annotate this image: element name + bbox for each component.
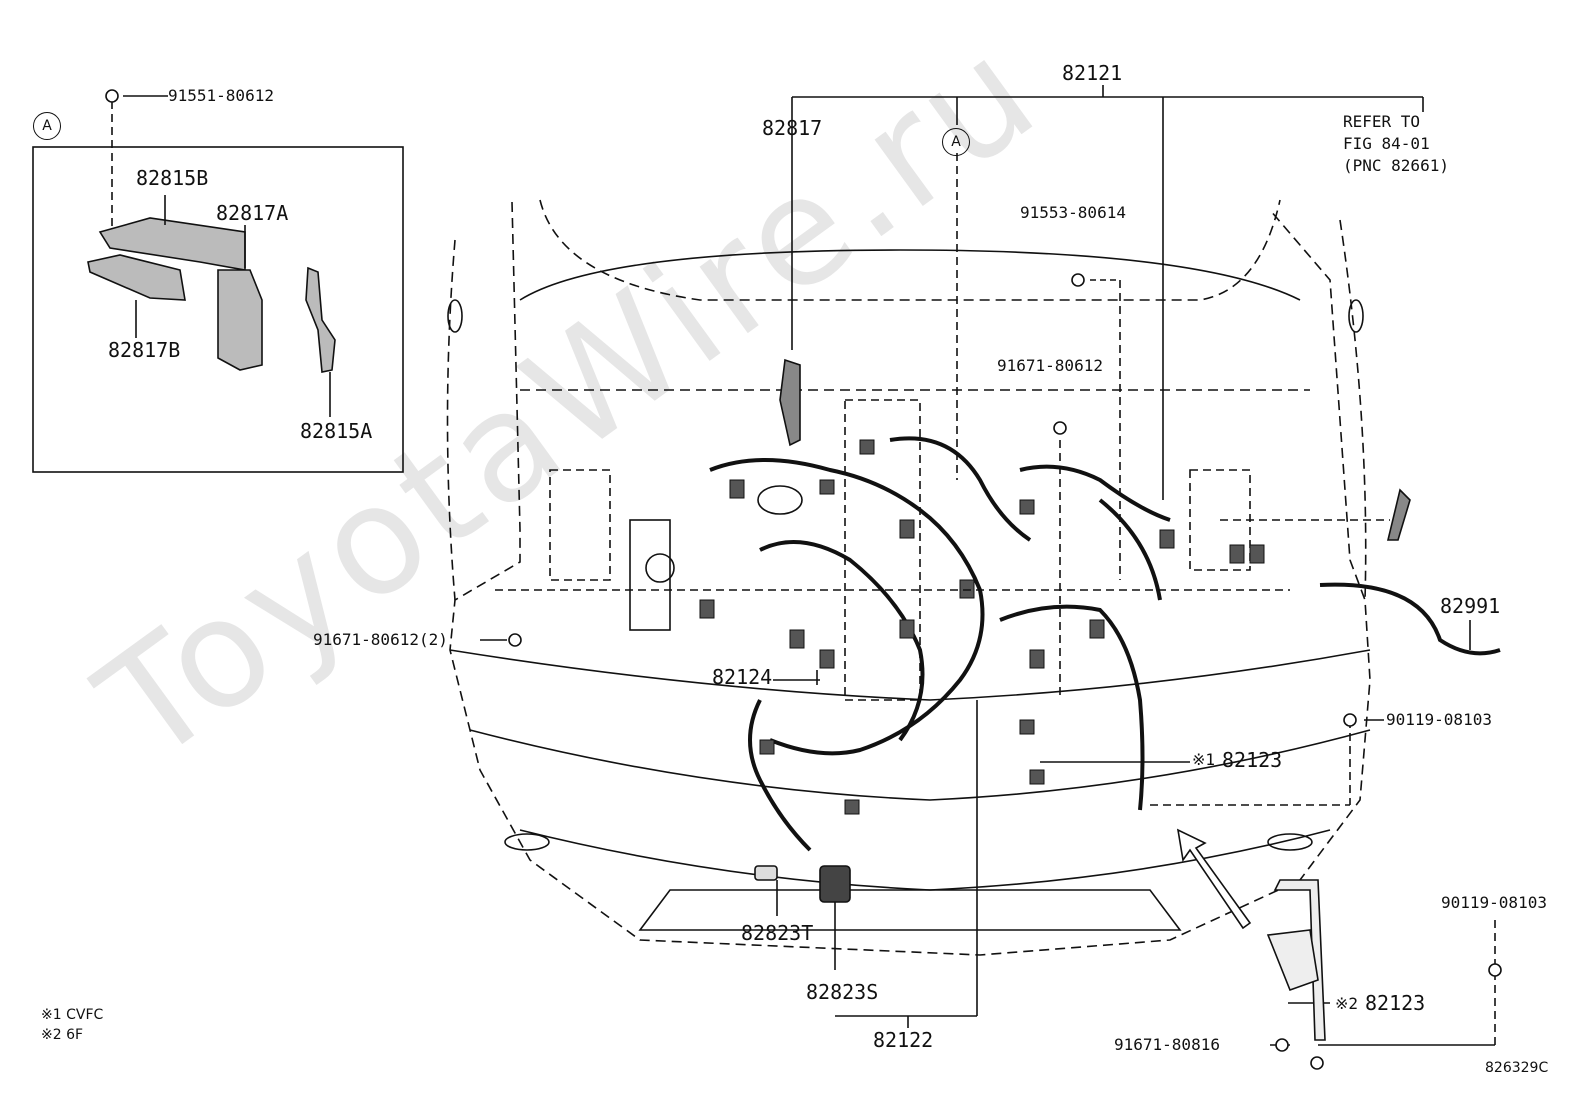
bolt-91671-80612: [1053, 421, 1067, 435]
label-82122: 82122: [873, 1028, 934, 1052]
inset-frame: [32, 146, 404, 473]
part-82817a: [217, 269, 263, 371]
label-bolt-inset: 91551-80612: [168, 86, 274, 105]
label-91553-80614: 91553-80614: [1020, 203, 1126, 222]
bolt-91551-80612: [105, 89, 119, 103]
bolt-90119-08103-b: [1488, 963, 1502, 977]
label-82823s: 82823S: [806, 980, 879, 1004]
label-91671-80612-2: 91671-80612(2): [313, 630, 448, 649]
bolt-91553-80614: [1071, 273, 1085, 287]
label-82123-cvfc: 82123: [1222, 748, 1283, 772]
car-body: [449, 201, 1371, 956]
bolt-91671-80816: [1275, 1038, 1289, 1052]
label-91671-80612: 91671-80612: [997, 356, 1103, 375]
label-82817: 82817: [762, 116, 823, 140]
label-82991: 82991: [1440, 594, 1501, 618]
label-refer-2: FIG 84-01: [1343, 134, 1430, 153]
bracket-82817: [779, 358, 801, 447]
label-82815a: 82815A: [300, 419, 373, 443]
bolt-91671-80612-2: [508, 633, 522, 647]
label-90119-08103-a: 90119-08103: [1386, 710, 1492, 729]
bolt-bottom-end: [1310, 1056, 1324, 1070]
label-90119-08103-b: 90119-08103: [1441, 893, 1547, 912]
label-82817a: 82817A: [216, 201, 289, 225]
bracket-right: [1386, 488, 1411, 541]
part-82817b: [87, 254, 186, 301]
label-refer-3: (PNC 82661): [1343, 156, 1449, 175]
callout-a-main: A: [942, 128, 970, 156]
label-82121: 82121: [1062, 61, 1123, 85]
note-2: ※2 6F: [41, 1027, 84, 1043]
bolt-90119-08103-a: [1343, 713, 1357, 727]
label-82124: 82124: [712, 665, 773, 689]
label-82823t: 82823T: [741, 921, 814, 945]
harness-82121: [709, 458, 985, 756]
relay-block-82823s: [819, 865, 851, 903]
note-1: ※1 CVFC: [41, 1007, 104, 1023]
label-82123-6f: 82123: [1365, 991, 1426, 1015]
bracket-82123-6f: [1273, 879, 1326, 1041]
label-82815b: 82815B: [136, 166, 209, 190]
part-82815a: [305, 266, 336, 373]
label-ref2-mark: ※2: [1335, 994, 1359, 1013]
callout-a-inset: A: [33, 112, 61, 140]
label-refer-1: REFER TO: [1343, 112, 1421, 131]
label-91671-80816: 91671-80816: [1114, 1035, 1220, 1054]
figure-code: 826329C: [1485, 1060, 1549, 1076]
label-82817b: 82817B: [108, 338, 181, 362]
label-ref1-mark: ※1: [1192, 750, 1216, 769]
relay-82823t: [754, 865, 778, 881]
